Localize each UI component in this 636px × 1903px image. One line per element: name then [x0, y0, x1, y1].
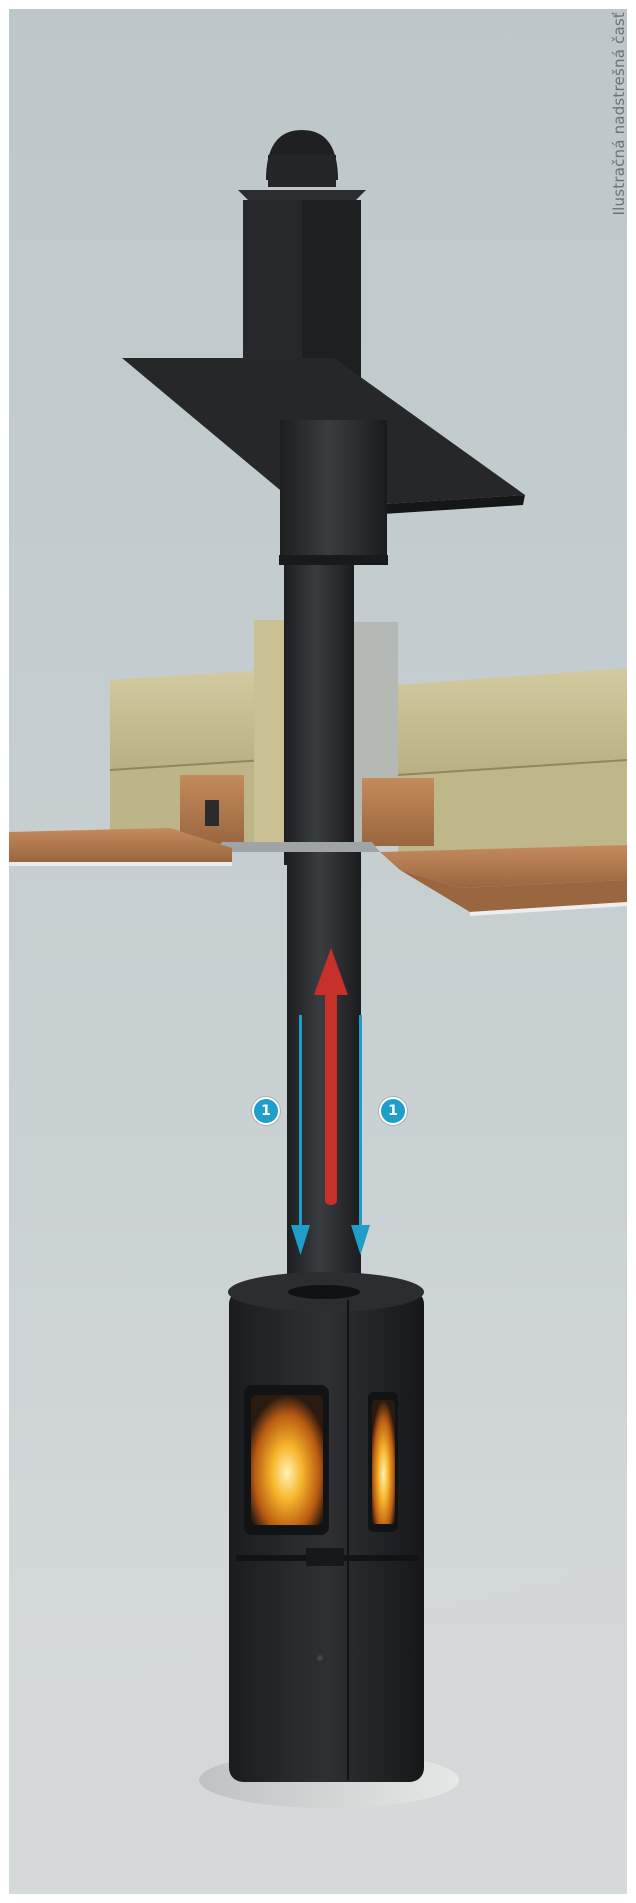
stove-icon: [199, 1272, 459, 1808]
illustration-caption: Ilustračná nadstrešná časť: [610, 12, 628, 216]
marker-badge-right: 1: [379, 1097, 407, 1125]
flame-icon: [251, 1395, 323, 1525]
marker-badge-left: 1: [252, 1097, 280, 1125]
air-intake-arrow-left: [291, 1015, 310, 1255]
flue-gas-arrow: [314, 948, 348, 1205]
air-intake-arrow-right: [351, 1015, 370, 1255]
